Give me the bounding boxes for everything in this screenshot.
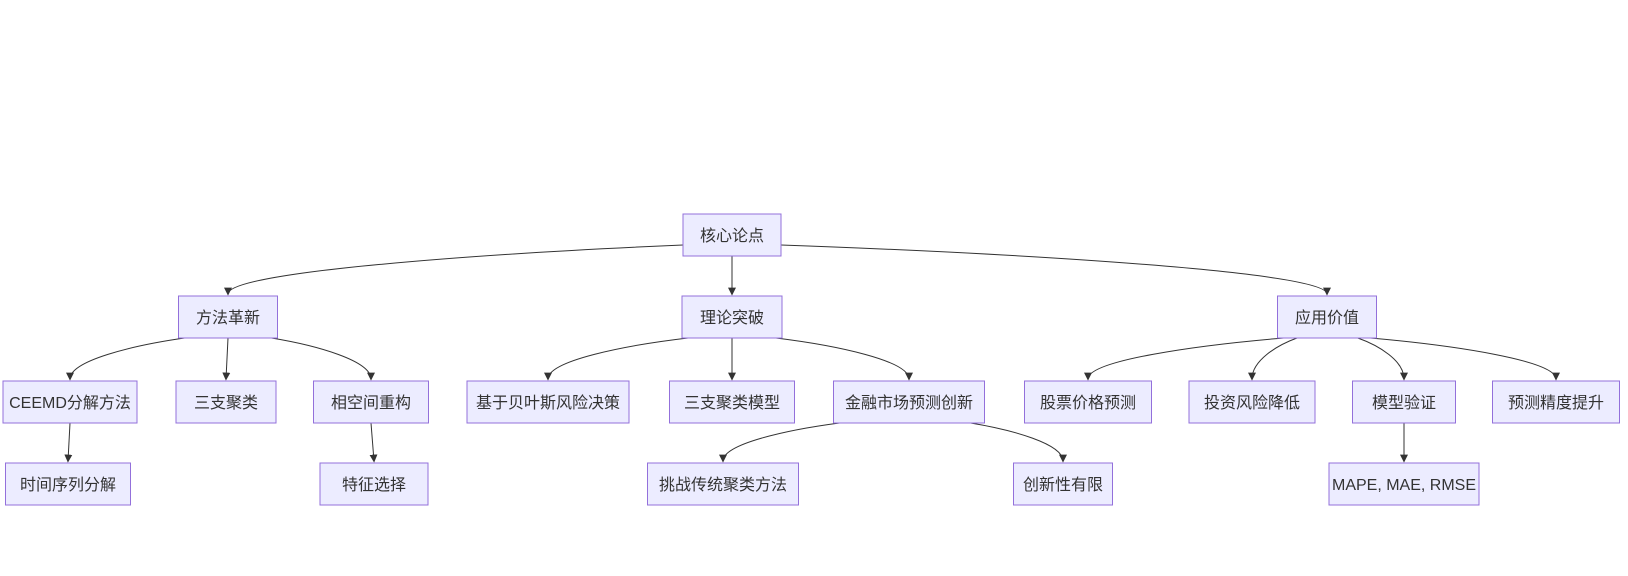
node-three-way-label: 三支聚类 xyxy=(194,394,258,412)
edge-application-risk xyxy=(1248,337,1298,381)
node-twc-model-box xyxy=(669,380,795,424)
node-novelty-label: 创新性有限 xyxy=(1023,476,1103,494)
node-method-label: 方法革新 xyxy=(196,309,260,327)
node-application-label: 应用价值 xyxy=(1295,308,1359,327)
node-three-way: 三支聚类 xyxy=(175,380,277,424)
node-accuracy-box xyxy=(1492,380,1620,424)
node-bayes-label: 基于贝叶斯风险决策 xyxy=(476,394,620,412)
edges-layer xyxy=(64,244,1560,463)
node-ceemd-label: CEEMD分解方法 xyxy=(9,394,131,412)
node-application: 应用价值 xyxy=(1277,295,1377,339)
node-stock-label: 股票价格预测 xyxy=(1040,394,1136,412)
node-theory: 理论突破 xyxy=(681,295,783,339)
node-finance-label: 金融市场预测创新 xyxy=(845,394,973,412)
node-accuracy: 预测精度提升 xyxy=(1492,380,1620,424)
node-phase-space-label: 相空间重构 xyxy=(331,394,411,412)
node-risk-box xyxy=(1188,380,1316,424)
node-finance-box xyxy=(833,380,985,424)
edge-method-ceemd xyxy=(66,337,185,381)
node-validation-box xyxy=(1352,380,1456,424)
edge-application-validation xyxy=(1357,337,1408,381)
node-ceemd: CEEMD分解方法 xyxy=(2,380,138,424)
node-twc-model-label: 三支聚类模型 xyxy=(684,394,780,412)
node-root-box xyxy=(682,213,782,257)
node-metrics-box xyxy=(1328,462,1480,506)
node-ceemd-box xyxy=(2,380,138,424)
node-validation-label: 模型验证 xyxy=(1372,394,1436,412)
node-novelty-box xyxy=(1013,462,1113,506)
node-risk: 投资风险降低 xyxy=(1188,380,1316,424)
node-validation: 模型验证 xyxy=(1352,380,1456,424)
edge-method-three-way xyxy=(222,337,231,381)
node-finance: 金融市场预测创新 xyxy=(833,380,985,424)
node-theory-box xyxy=(681,295,783,339)
node-theory-label: 理论突破 xyxy=(700,309,764,327)
node-phase-space-box xyxy=(313,380,429,424)
node-accuracy-label: 预测精度提升 xyxy=(1508,394,1604,412)
node-feature-box xyxy=(319,462,429,506)
edge-theory-finance xyxy=(775,337,913,381)
node-risk-label: 投资风险降低 xyxy=(1204,394,1300,412)
node-root: 核心论点 xyxy=(682,213,782,257)
node-application-box xyxy=(1277,295,1377,339)
edge-finance-novelty xyxy=(970,422,1067,463)
node-feature: 特征选择 xyxy=(319,462,429,506)
edge-root-method xyxy=(224,244,684,296)
node-ts-decomp-label: 时间序列分解 xyxy=(20,476,116,494)
node-ts-decomp: 时间序列分解 xyxy=(5,462,131,506)
node-challenge-box xyxy=(647,462,799,506)
edge-method-phase-space xyxy=(271,337,375,381)
node-metrics-label: MAPE, MAE, RMSE xyxy=(1332,477,1476,494)
edge-theory-bayes xyxy=(544,337,689,381)
edge-application-accuracy xyxy=(1370,337,1560,381)
edge-root-application xyxy=(780,244,1331,296)
node-bayes-box xyxy=(466,380,630,424)
node-twc-model: 三支聚类模型 xyxy=(669,380,795,424)
node-method: 方法革新 xyxy=(178,295,278,339)
node-ts-decomp-box xyxy=(5,462,131,506)
edge-application-stock xyxy=(1084,337,1284,381)
node-feature-label: 特征选择 xyxy=(342,476,406,494)
edge-ceemd-ts-decomp xyxy=(64,422,73,463)
node-stock: 股票价格预测 xyxy=(1024,380,1152,424)
node-root-label: 核心论点 xyxy=(700,227,764,245)
edge-phase-space-feature xyxy=(369,422,378,463)
node-method-box xyxy=(178,295,278,339)
node-metrics: MAPE, MAE, RMSE xyxy=(1328,462,1480,506)
edge-finance-challenge xyxy=(719,422,840,463)
node-bayes: 基于贝叶斯风险决策 xyxy=(466,380,630,424)
node-novelty: 创新性有限 xyxy=(1013,462,1113,506)
node-stock-box xyxy=(1024,380,1152,424)
node-three-way-box xyxy=(175,380,277,424)
node-phase-space: 相空间重构 xyxy=(313,380,429,424)
node-challenge-label: 挑战传统聚类方法 xyxy=(659,476,787,494)
node-challenge: 挑战传统聚类方法 xyxy=(647,462,799,506)
